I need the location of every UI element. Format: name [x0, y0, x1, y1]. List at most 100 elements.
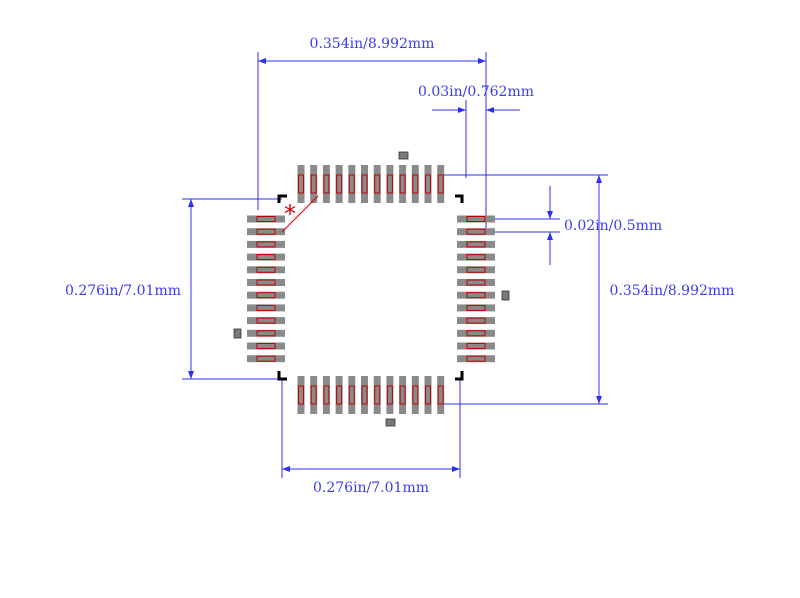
pad-left-4	[247, 253, 285, 261]
overall-width-arrow-right	[478, 58, 486, 64]
pad-copper	[361, 165, 368, 203]
overall-height-label: 0.354in/8.992mm	[610, 283, 735, 299]
pad-copper	[457, 228, 495, 236]
pad-width-label: 0.02in/0.5mm	[564, 218, 662, 234]
pad-copper	[247, 355, 285, 363]
pad-copper	[457, 304, 495, 312]
pad-outline	[466, 279, 486, 286]
pitch-dimension: 0.03in/0.762mm	[418, 84, 534, 178]
fiducial-left	[233, 328, 242, 339]
pad-outline	[466, 266, 486, 273]
pad-right-10	[457, 329, 495, 337]
pad-left-7	[247, 291, 285, 299]
pad-copper	[457, 215, 495, 223]
pad-outline	[466, 304, 486, 311]
pad-outline	[374, 385, 381, 405]
pad-outline	[466, 330, 486, 337]
body-width-label: 0.276in/7.01mm	[313, 480, 429, 496]
corner-mark-bottom-right	[455, 371, 464, 381]
body-width-arrow-right	[452, 466, 460, 472]
pad-bottom-3	[322, 376, 330, 414]
pad-right-9	[457, 317, 495, 325]
pad-copper	[247, 291, 285, 299]
pad-outline	[466, 216, 486, 222]
pad-right-1	[457, 215, 495, 223]
pad-outline	[256, 304, 276, 311]
pad-copper	[457, 253, 495, 261]
pad-top-8	[386, 165, 394, 203]
pad-copper	[457, 329, 495, 337]
pad-copper	[457, 342, 495, 350]
pad-top-3	[322, 165, 330, 203]
pad-outline	[386, 174, 393, 194]
pad-copper	[247, 279, 285, 286]
pad-outline	[256, 254, 276, 261]
body-height-label: 0.276in/7.01mm	[65, 283, 181, 299]
pad-copper	[310, 165, 318, 203]
pad-outline	[466, 292, 486, 299]
pad-outline	[374, 174, 381, 194]
pad-copper	[411, 376, 419, 414]
pad-left-8	[247, 304, 285, 312]
pad-right-7	[457, 291, 495, 299]
fiducial-top	[398, 151, 409, 160]
pad-outline	[348, 385, 355, 405]
pad-outline	[437, 174, 444, 194]
pad-outline	[466, 317, 486, 324]
overall-width-label: 0.354in/8.992mm	[310, 36, 435, 52]
pad-bottom-12	[437, 376, 445, 414]
pad-copper	[348, 165, 356, 203]
pad-copper	[247, 215, 285, 223]
pad-copper	[457, 317, 495, 325]
pad-top-11	[424, 165, 432, 203]
pad-bottom-8	[386, 376, 394, 414]
pad-copper	[386, 376, 394, 414]
pad-outline	[466, 254, 486, 261]
pad-outline	[256, 228, 276, 235]
pad-width-dimension: 0.02in/0.5mm	[478, 186, 662, 265]
pad-bottom-6	[361, 376, 368, 414]
overall-height-arrow-bottom	[596, 396, 602, 404]
pad-outline	[437, 385, 444, 405]
pad-copper	[247, 329, 285, 337]
pad-left-3	[247, 240, 285, 248]
pad-outline	[298, 385, 304, 405]
pad-outline	[256, 279, 276, 286]
pad-copper	[297, 165, 305, 203]
fiducial-right	[501, 290, 510, 301]
pad-left-6	[247, 279, 285, 286]
pad-right-8	[457, 304, 495, 312]
pad-copper	[457, 291, 495, 299]
pad-outline	[348, 174, 355, 194]
pad-copper	[310, 376, 318, 414]
pin1-marker: *	[284, 200, 296, 228]
pad-copper	[335, 165, 343, 203]
pad-outline	[336, 385, 343, 405]
pad-outline	[425, 174, 431, 194]
pad-copper	[247, 342, 285, 350]
pad-top-5	[348, 165, 356, 203]
pad-bottom-5	[348, 376, 356, 414]
pad-outline	[256, 330, 276, 337]
pad-bottom-9	[399, 376, 407, 414]
pad-outline	[399, 385, 406, 405]
pad-outline	[466, 241, 486, 248]
pad-outline	[466, 343, 486, 349]
pad-copper	[373, 165, 381, 203]
pad-copper	[247, 228, 285, 236]
pad-copper	[457, 240, 495, 248]
pitch-arrow-right	[486, 107, 494, 113]
pad-copper	[373, 376, 381, 414]
pad-copper	[247, 304, 285, 312]
pad-outline	[412, 174, 419, 194]
silkscreen-outline	[277, 194, 464, 381]
pad-right-12	[457, 355, 495, 363]
pad-bottom-1	[297, 376, 305, 414]
pad-outline	[425, 385, 431, 405]
pad-width-arrow-top	[547, 211, 553, 219]
pad-right-5	[457, 266, 495, 274]
pad-outline	[336, 174, 343, 194]
pad-copper	[322, 376, 330, 414]
pad-outline	[256, 266, 276, 273]
pad-right-2	[457, 228, 495, 236]
